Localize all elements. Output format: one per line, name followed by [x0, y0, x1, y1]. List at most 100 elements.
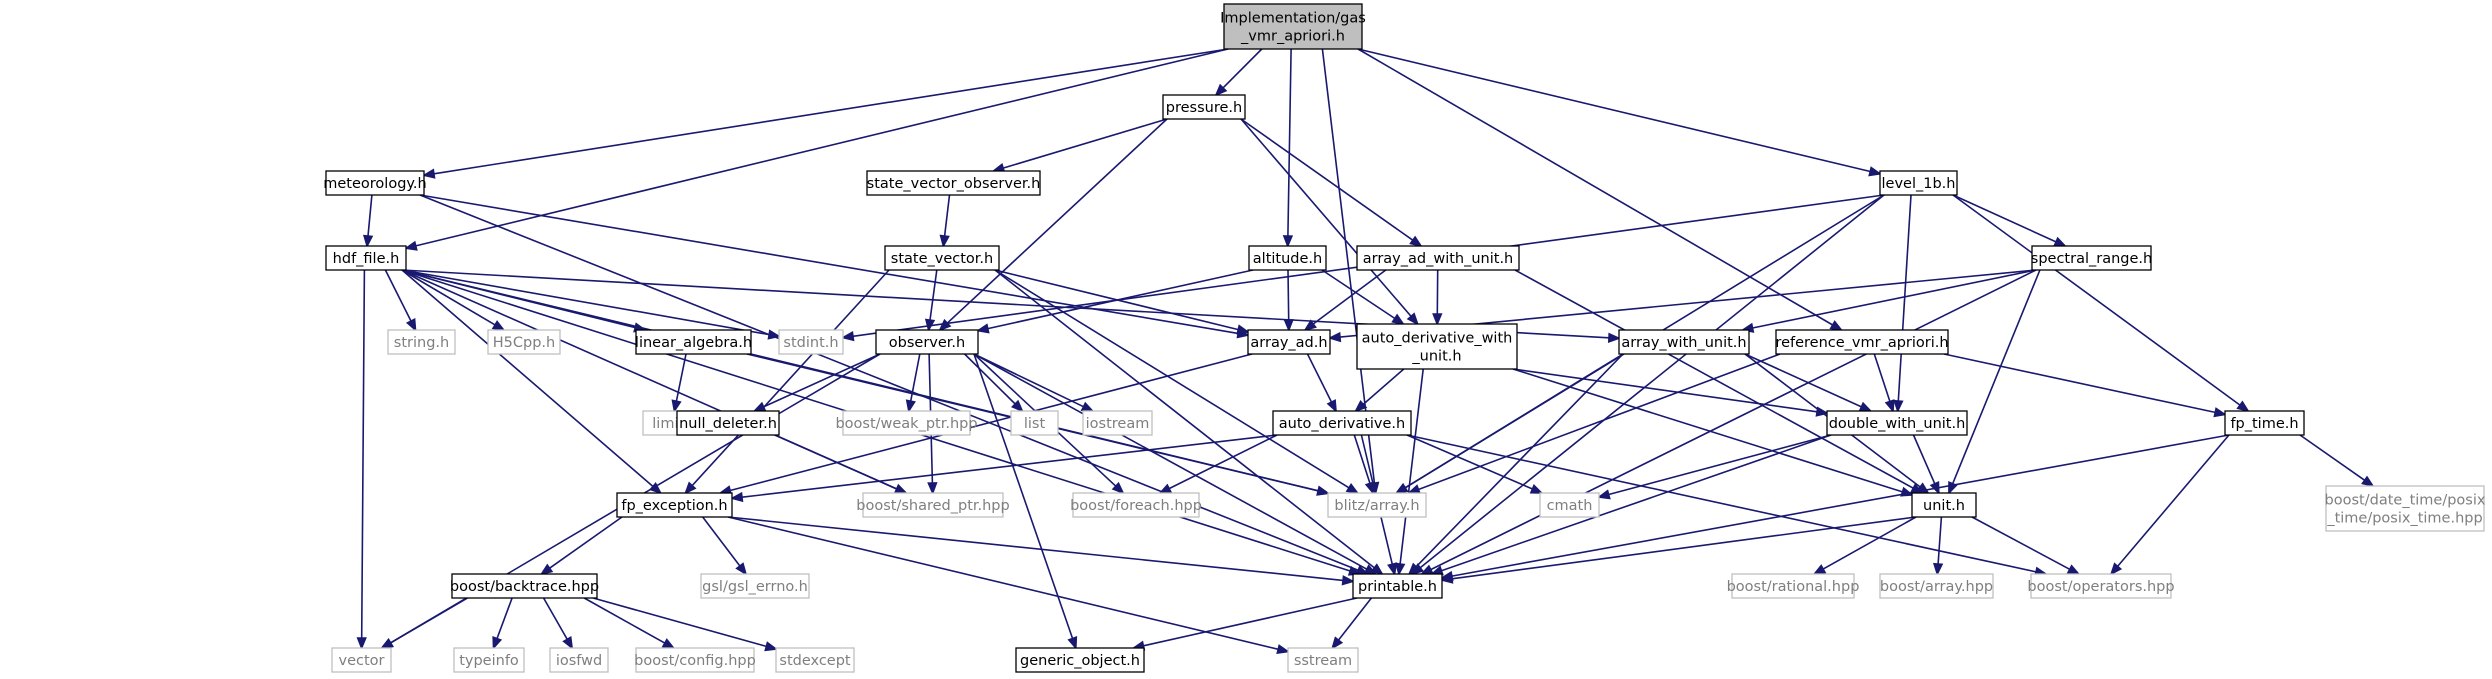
edge-line [675, 353, 687, 402]
edge-line [360, 269, 366, 639]
edge-arrowhead [1395, 562, 1406, 577]
node-fp-exception[interactable]: fp_exception.h [616, 492, 733, 518]
edge-line [1912, 434, 1936, 485]
node-level-1b[interactable]: level_1b.h [1879, 170, 1958, 196]
node-null-deleter[interactable]: null_deleter.h [676, 410, 780, 436]
node-label: boost/operators.hpp [2027, 579, 2174, 595]
edge-line [1353, 434, 1371, 484]
node-array-ad[interactable]: array_ad.h [1247, 329, 1331, 355]
edge-arrowhead [356, 637, 367, 651]
node-printable[interactable]: printable.h [1352, 573, 1443, 599]
edge-arrowhead [752, 401, 767, 412]
node-label: printable.h [1358, 579, 1437, 595]
node-boost-config: boost/config.hpp [634, 647, 756, 673]
edge-arrowhead [405, 318, 417, 332]
node-generic-object[interactable]: generic_object.h [1015, 647, 1145, 673]
edge-line [1937, 516, 1943, 565]
edge-arrowhead [1011, 399, 1024, 413]
edge-arrowhead [2053, 236, 2068, 247]
edge-line [1406, 434, 2037, 573]
edge-line [1240, 118, 1414, 241]
edge-array_ad_with_unit-to-array_ad [1303, 269, 1387, 332]
node-box [1879, 170, 1958, 196]
node-double-with-unit[interactable]: double_with_unit.h [1826, 410, 1968, 436]
node-linear-algebra[interactable]: linear_algebra.h [635, 329, 752, 355]
edge-arrowhead [735, 562, 748, 576]
node-meteorology[interactable]: meteorology.h [323, 170, 427, 196]
node-spectral-range[interactable]: spectral_range.h [2031, 245, 2152, 271]
node-box [453, 647, 525, 673]
edge-line [2116, 434, 2230, 567]
node-fp-time[interactable]: fp_time.h [2224, 410, 2305, 436]
edge-array_ad_with_unit-to-unit [1514, 269, 1925, 495]
edge-arrowhead [2236, 400, 2250, 413]
edge-boost_backtrace-to-boost_config [583, 597, 676, 650]
node-auto-derivative-with-unit[interactable]: auto_derivative_with_unit.h [1356, 323, 1518, 370]
edge-arrowhead [1327, 331, 1342, 343]
node-hdf-file[interactable]: hdf_file.h [325, 245, 407, 271]
node-box [1731, 573, 1855, 599]
edge-line [702, 516, 741, 567]
edge-arrowhead [1409, 235, 1423, 248]
edge-line [994, 269, 1350, 489]
edge-arrowhead [905, 399, 916, 414]
node-box [1356, 323, 1518, 370]
edge-line [401, 269, 654, 488]
edge-line [2299, 434, 2366, 481]
edge-arrowhead [1529, 483, 1544, 494]
node-label: null_deleter.h [679, 416, 777, 432]
node-boost-backtrace[interactable]: boost/backtrace.hpp [450, 573, 599, 599]
edge-auto_derivative_with_unit-to-auto_derivative [1354, 368, 1405, 413]
edge-arrowhead [2361, 475, 2375, 488]
edge-line [1873, 353, 1891, 402]
node-array-with-unit[interactable]: array_with_unit.h [1618, 329, 1750, 355]
edge-reference_vmr_apriori-to-fp_time [1943, 353, 2228, 418]
node-reference-vmr-apriori[interactable]: reference_vmr_apriori.h [1775, 329, 1949, 355]
edge-arrowhead [2109, 562, 2123, 576]
edge-arrowhead [927, 482, 938, 496]
edge-unit-to-boost_rational [1812, 516, 1917, 576]
edge-line [1512, 368, 1903, 493]
node-array-ad-with-unit[interactable]: array_ad_with_unit.h [1356, 245, 1520, 271]
edge-unit-to-printable [1439, 516, 1917, 584]
edge-arrowhead [661, 638, 676, 650]
edge-observer-to-generic_object [973, 353, 1078, 651]
edge-arrowhead [893, 483, 908, 494]
node-label: Implementation/gas [1220, 11, 1366, 27]
node-box [1247, 329, 1331, 355]
node-state-vector-observer[interactable]: state_vector_observer.h [866, 170, 1041, 196]
edge-arrowhead [729, 491, 744, 503]
edge-line [946, 118, 1168, 324]
edge-fp_time-to-boost_operators [2109, 434, 2230, 576]
edge-observer-to-printable [973, 353, 1378, 576]
node-label: observer.h [889, 335, 965, 351]
edge-arrowhead [1354, 399, 1368, 413]
edge-line [1287, 269, 1290, 321]
edge-line [1752, 269, 2037, 329]
edge-arrowhead [1303, 319, 1317, 332]
edge-pressure-to-array_ad_with_unit [1240, 118, 1423, 248]
node-unit[interactable]: unit.h [1911, 492, 1977, 518]
edge-auto_derivative-to-fp_exception [729, 434, 1278, 503]
edge-line [1943, 353, 2216, 414]
node-box [1248, 245, 1327, 271]
node-box [635, 329, 752, 355]
edge-state_vector-to-blitz_array [994, 269, 1360, 495]
node-observer[interactable]: observer.h [875, 329, 979, 355]
node-box [875, 329, 979, 355]
edge-line [1451, 516, 1917, 580]
node-altitude[interactable]: altitude.h [1248, 245, 1327, 271]
node-box [1618, 329, 1750, 355]
node-auto-derivative[interactable]: auto_derivative.h [1272, 410, 1412, 436]
edge-arrowhead [1326, 399, 1337, 413]
node-state-vector[interactable]: state_vector.h [884, 245, 1000, 271]
node-pressure[interactable]: pressure.h [1162, 94, 1246, 120]
node-h5cpp: H5Cpp.h [487, 329, 561, 355]
node-box [862, 492, 1004, 518]
node-boost-foreach: boost/foreach.hpp [1070, 492, 1202, 518]
edge-arrowhead [1276, 644, 1291, 655]
node-root[interactable]: Implementation/gas_vmr_apriori.h [1220, 3, 1366, 50]
edge-line [1002, 118, 1168, 169]
node-box [1223, 3, 1363, 50]
node-label: state_vector.h [891, 251, 993, 267]
